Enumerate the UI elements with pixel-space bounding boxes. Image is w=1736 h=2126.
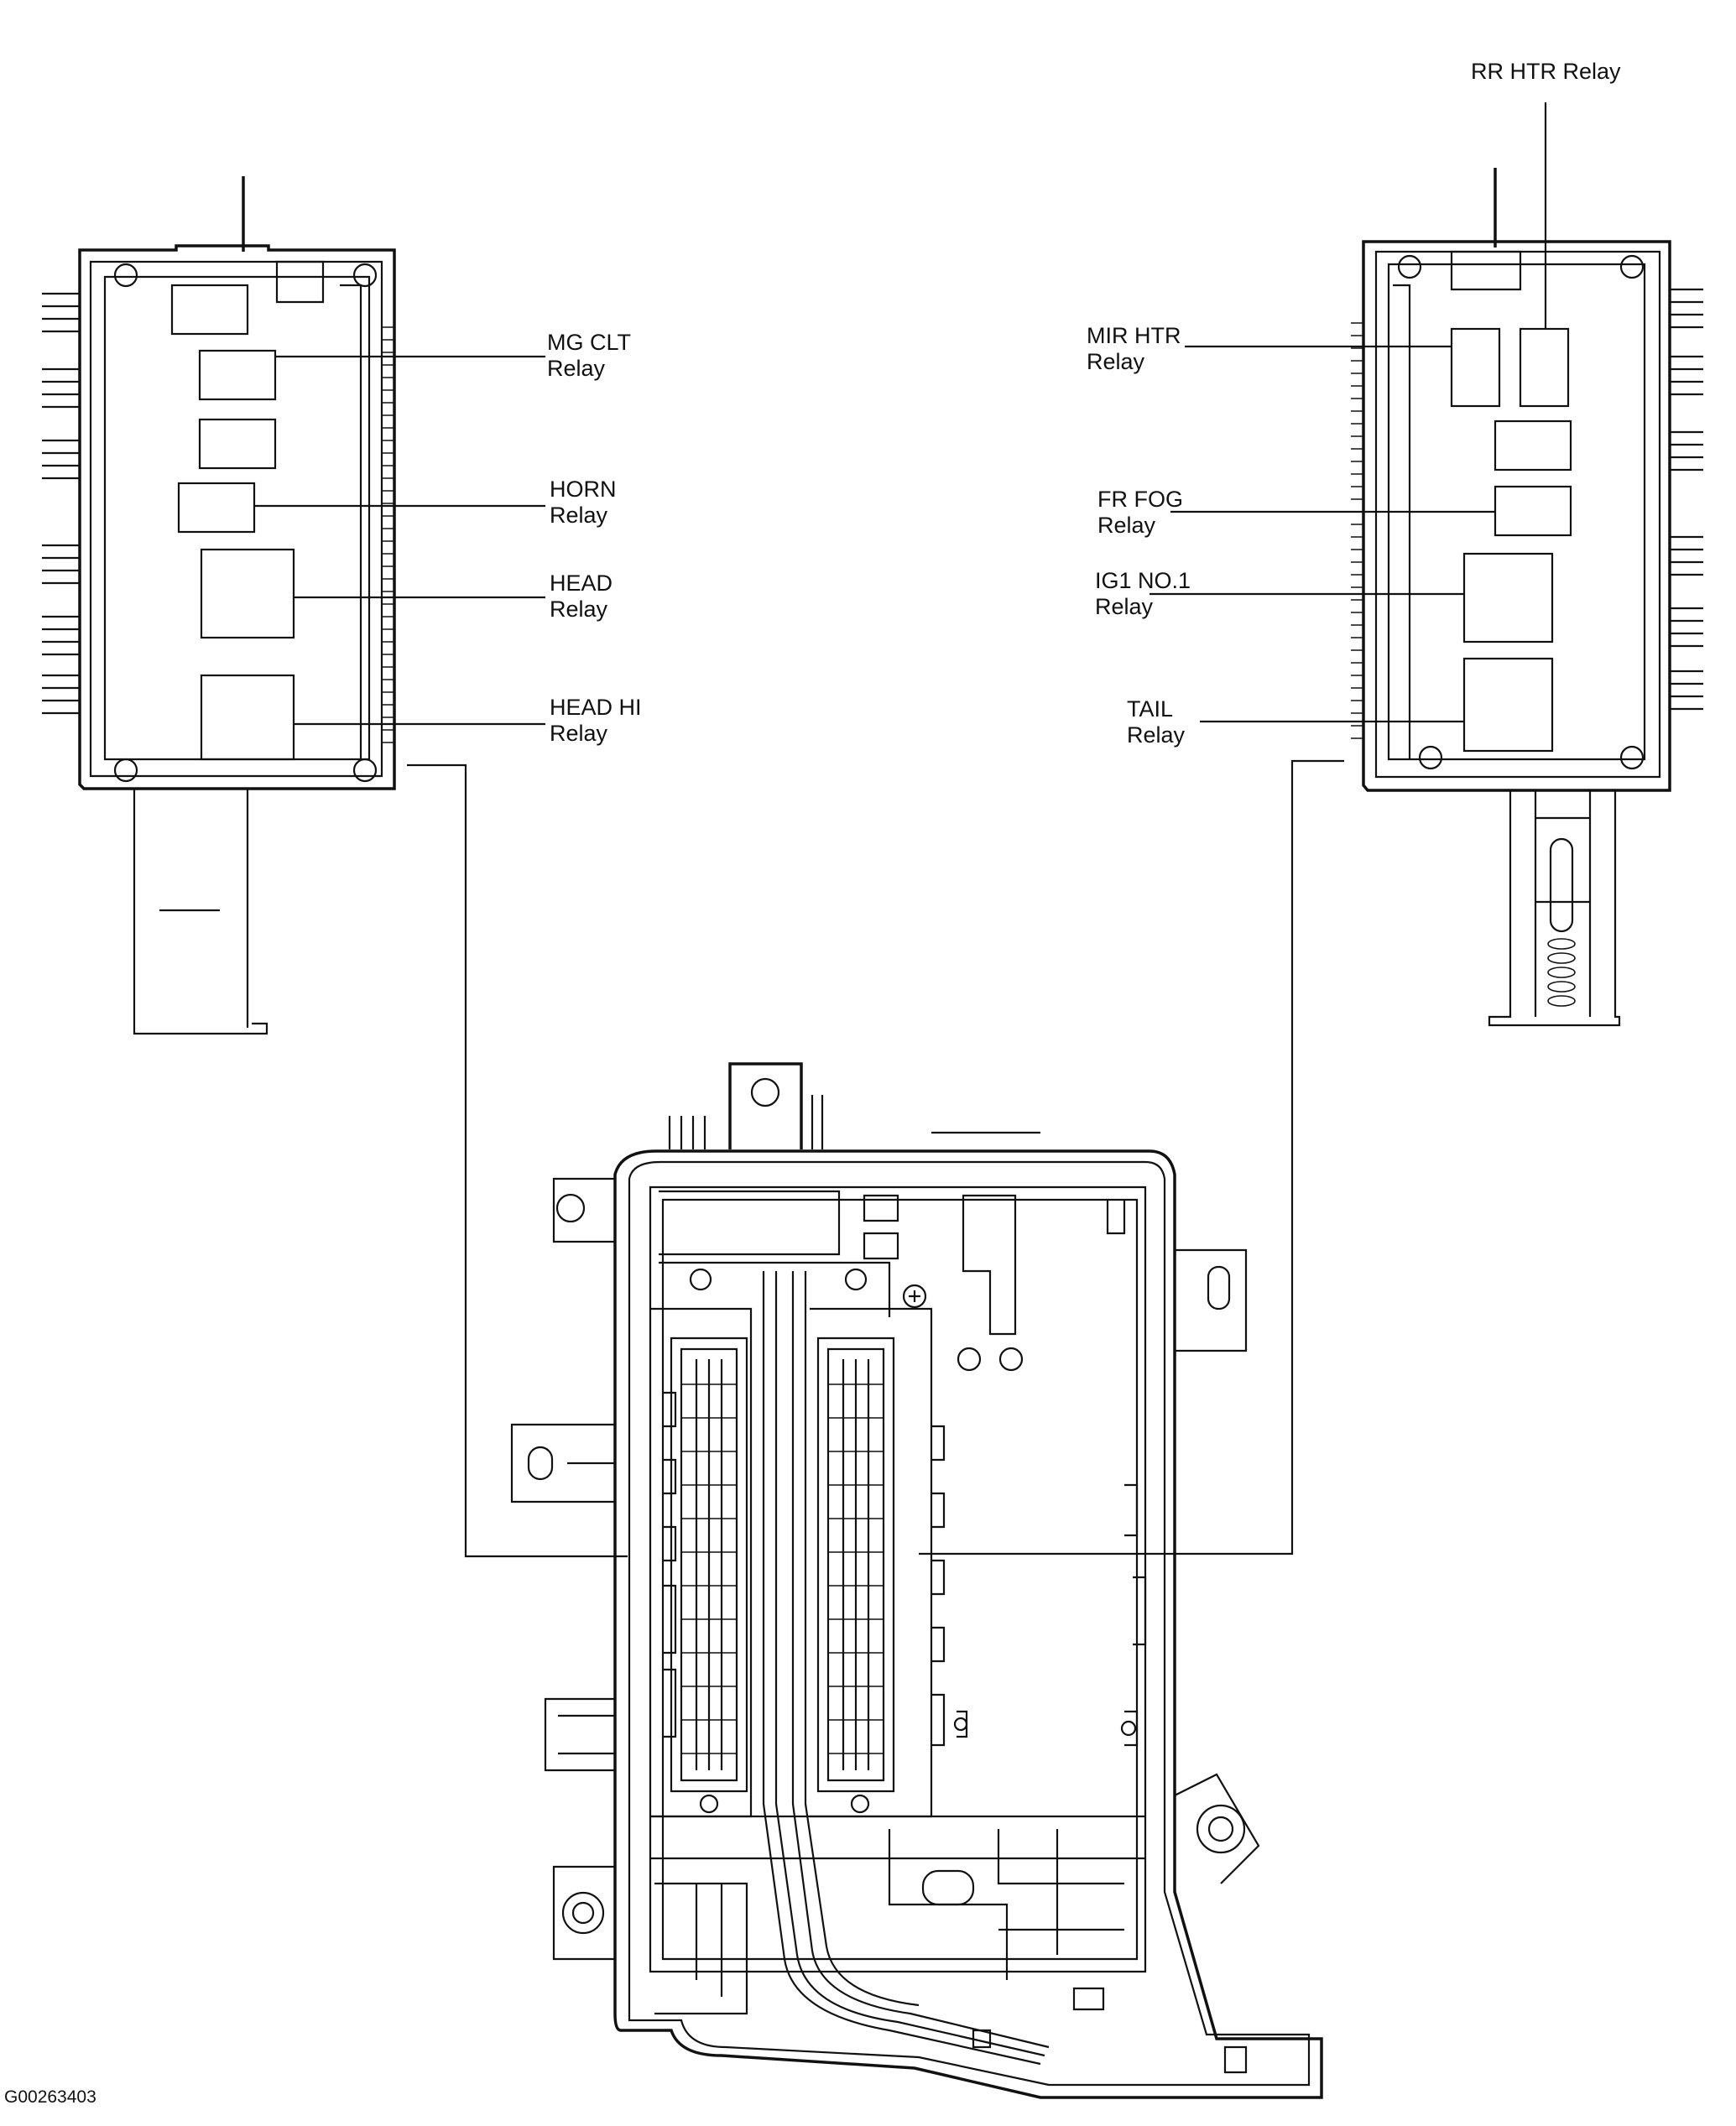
mir-htr-relay-label: MIR HTR Relay	[1087, 323, 1181, 375]
horn-relay-line2: Relay	[550, 503, 608, 528]
right-leader-lines	[1150, 102, 1547, 723]
fr-fog-relay-line2: Relay	[1097, 513, 1156, 538]
horn-relay-label: HORN Relay	[550, 477, 617, 529]
ig1-no1-relay-line1: IG1 NO.1	[1095, 568, 1191, 593]
tail-relay-line2: Relay	[1127, 722, 1186, 748]
head-hi-relay-line2: Relay	[550, 721, 608, 746]
head-hi-relay-line1: HEAD HI	[550, 695, 642, 720]
mg-clt-relay-line1: MG CLT	[547, 330, 631, 355]
head-hi-relay-label: HEAD HI Relay	[550, 695, 642, 747]
fr-fog-relay-label: FR FOG Relay	[1097, 487, 1183, 539]
horn-relay-line1: HORN	[550, 477, 617, 502]
tail-relay-line1: TAIL	[1127, 696, 1174, 722]
connection-lines	[407, 759, 1344, 1558]
tail-relay-box	[1462, 657, 1554, 753]
head-hi-relay-box	[200, 674, 295, 761]
fr-fog-relay-box	[1494, 485, 1572, 537]
ig1-no1-relay-line2: Relay	[1095, 594, 1154, 619]
left-relay-block	[42, 176, 396, 1035]
fr-fog-relay-line1: FR FOG	[1097, 487, 1183, 512]
rr-htr-relay-label: RR HTR Relay	[1471, 59, 1621, 85]
rr-htr-relay-box	[1519, 327, 1570, 408]
figure-id: G00263403	[4, 2087, 96, 2107]
ig1-no1-relay-box	[1462, 552, 1554, 644]
head-relay-line1: HEAD	[550, 571, 613, 596]
mir-htr-relay-line1: MIR HTR	[1087, 323, 1181, 348]
mir-htr-relay-box	[1450, 327, 1501, 408]
right-relay-block	[1351, 168, 1703, 1027]
tail-relay-label: TAIL Relay	[1127, 696, 1185, 748]
ig1-no1-relay-label: IG1 NO.1 Relay	[1095, 568, 1191, 620]
mg-clt-relay-line2: Relay	[547, 356, 606, 381]
main-junction-box	[510, 1062, 1323, 2099]
left-leader-lines	[254, 355, 545, 726]
rr-htr-relay-line1: RR HTR Relay	[1471, 59, 1621, 84]
head-relay-box	[200, 548, 295, 639]
horn-relay-box	[177, 482, 256, 534]
mg-clt-relay-box	[198, 349, 277, 401]
mg-clt-relay-label: MG CLT Relay	[547, 330, 631, 382]
head-relay-line2: Relay	[550, 597, 608, 622]
mir-htr-relay-line2: Relay	[1087, 349, 1145, 374]
head-relay-label: HEAD Relay	[550, 571, 613, 623]
